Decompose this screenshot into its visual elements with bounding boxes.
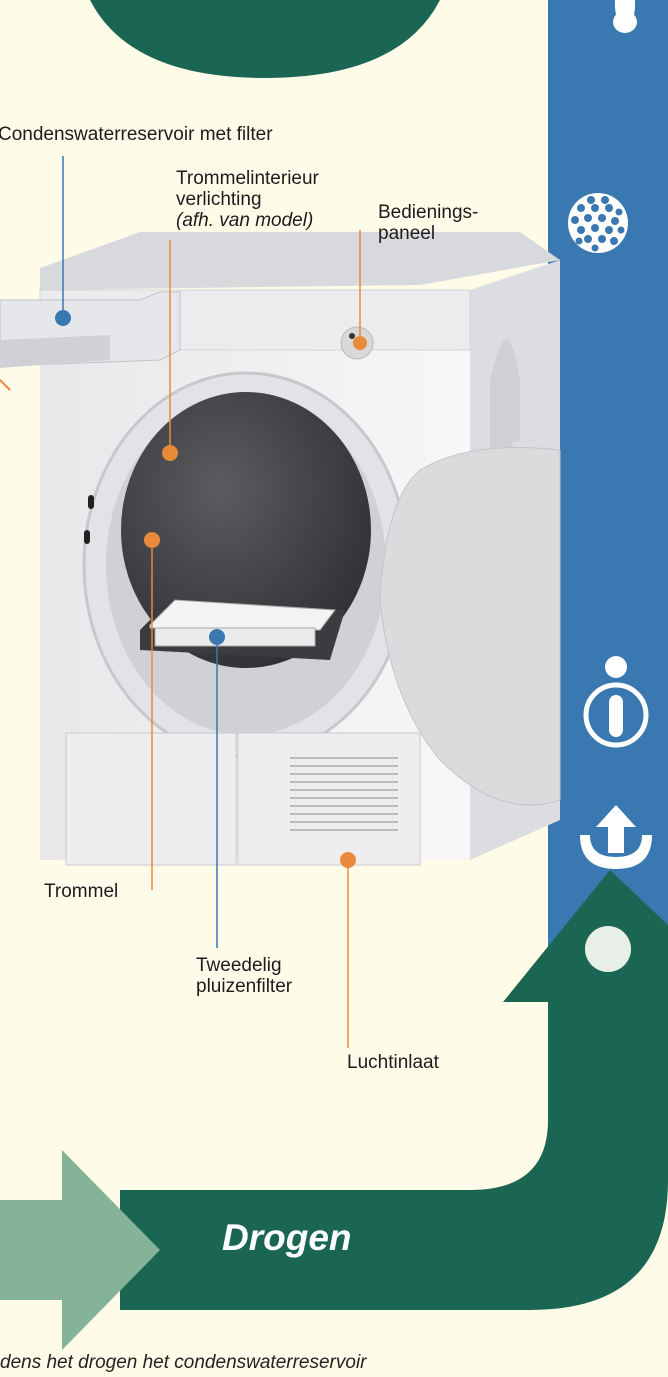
label-lighting-note: (afh. van model) <box>176 210 319 231</box>
label-panel-line2: paneel <box>378 223 478 244</box>
label-filter: Tweedelig pluizenfilter <box>196 955 292 997</box>
label-filter-line2: pluizenfilter <box>196 976 292 997</box>
label-lighting-line2: verlichting <box>176 189 319 210</box>
lint-filter-icon <box>565 190 631 256</box>
reservoir-dot <box>55 310 71 326</box>
filter-dot <box>209 629 225 645</box>
drum-dot <box>144 532 160 548</box>
label-air-inlet: Luchtinlaat <box>347 1052 439 1073</box>
lighting-dot <box>162 445 178 461</box>
label-filter-line1: Tweedelig <box>196 955 292 976</box>
panel-dot <box>353 336 367 350</box>
label-lighting: Trommelinterieur verlichting (afh. van m… <box>176 168 319 231</box>
label-panel-line1: Bedienings- <box>378 202 478 223</box>
label-lighting-line1: Trommelinterieur <box>176 168 319 189</box>
label-drum: Trommel <box>44 881 118 902</box>
water-drop-icon <box>600 0 650 36</box>
indicator-circle-icon <box>584 925 634 975</box>
page-caption: dens het drogen het condenswaterreservoi… <box>0 1352 367 1374</box>
label-panel: Bedienings- paneel <box>378 202 478 244</box>
air-inlet-dot <box>340 852 356 868</box>
section-title: Drogen <box>222 1217 352 1259</box>
info-icon[interactable] <box>576 655 656 750</box>
upload-icon[interactable] <box>576 805 656 870</box>
label-reservoir: Condenswaterreservoir met filter <box>0 124 273 145</box>
